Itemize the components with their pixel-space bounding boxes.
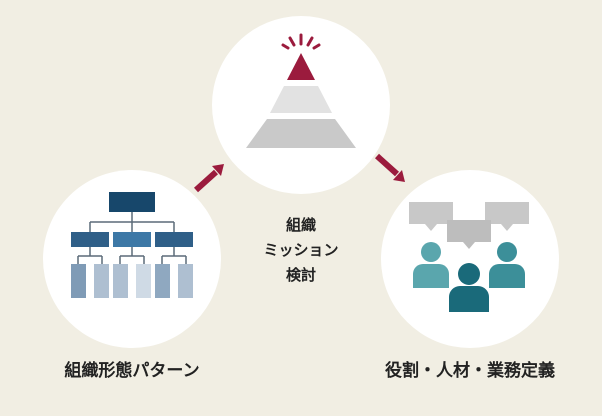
right-circle <box>381 170 559 348</box>
speech-bubble-right <box>485 202 529 231</box>
people-discussion-icon <box>409 202 529 312</box>
pyramid-bottom <box>246 119 356 148</box>
pyramid-icon <box>246 33 356 148</box>
org-bottom-col-2 <box>94 264 109 298</box>
burst-lines <box>281 33 321 50</box>
top-circle <box>212 16 390 194</box>
person-center-icon <box>449 263 489 312</box>
pyramid-top <box>287 53 315 80</box>
arrow-icon <box>374 153 405 182</box>
center-label-line-2: ミッション <box>263 241 339 259</box>
org-connectors <box>77 212 187 264</box>
person-left-icon <box>413 242 449 288</box>
org-bottom-col-4 <box>136 264 151 298</box>
org-chart-icon <box>71 192 193 298</box>
speech-bubble-center <box>447 220 491 249</box>
right-label: 役割・人材・業務定義 <box>385 361 555 381</box>
org-top-box <box>109 192 155 212</box>
left-circle <box>43 170 221 348</box>
center-label-line-3: 検討 <box>285 266 316 284</box>
org-bottom-col-6 <box>178 264 193 298</box>
pyramid-middle <box>270 86 332 113</box>
org-bottom-col-3 <box>113 264 128 298</box>
center-label: 組織 ミッション 検討 <box>251 213 351 288</box>
org-mid-box-1 <box>71 232 109 247</box>
speech-bubbles <box>409 202 529 249</box>
center-label-line-1: 組織 <box>285 216 316 234</box>
org-mid-box-2 <box>113 232 151 247</box>
person-right-icon <box>489 242 525 288</box>
org-mid-box-3 <box>155 232 193 247</box>
left-label: 組織形態パターン <box>64 361 200 381</box>
arrow-icon <box>193 164 224 193</box>
org-bottom-col-5 <box>155 264 170 298</box>
org-bottom-col-1 <box>71 264 86 298</box>
speech-bubble-left <box>409 202 453 231</box>
